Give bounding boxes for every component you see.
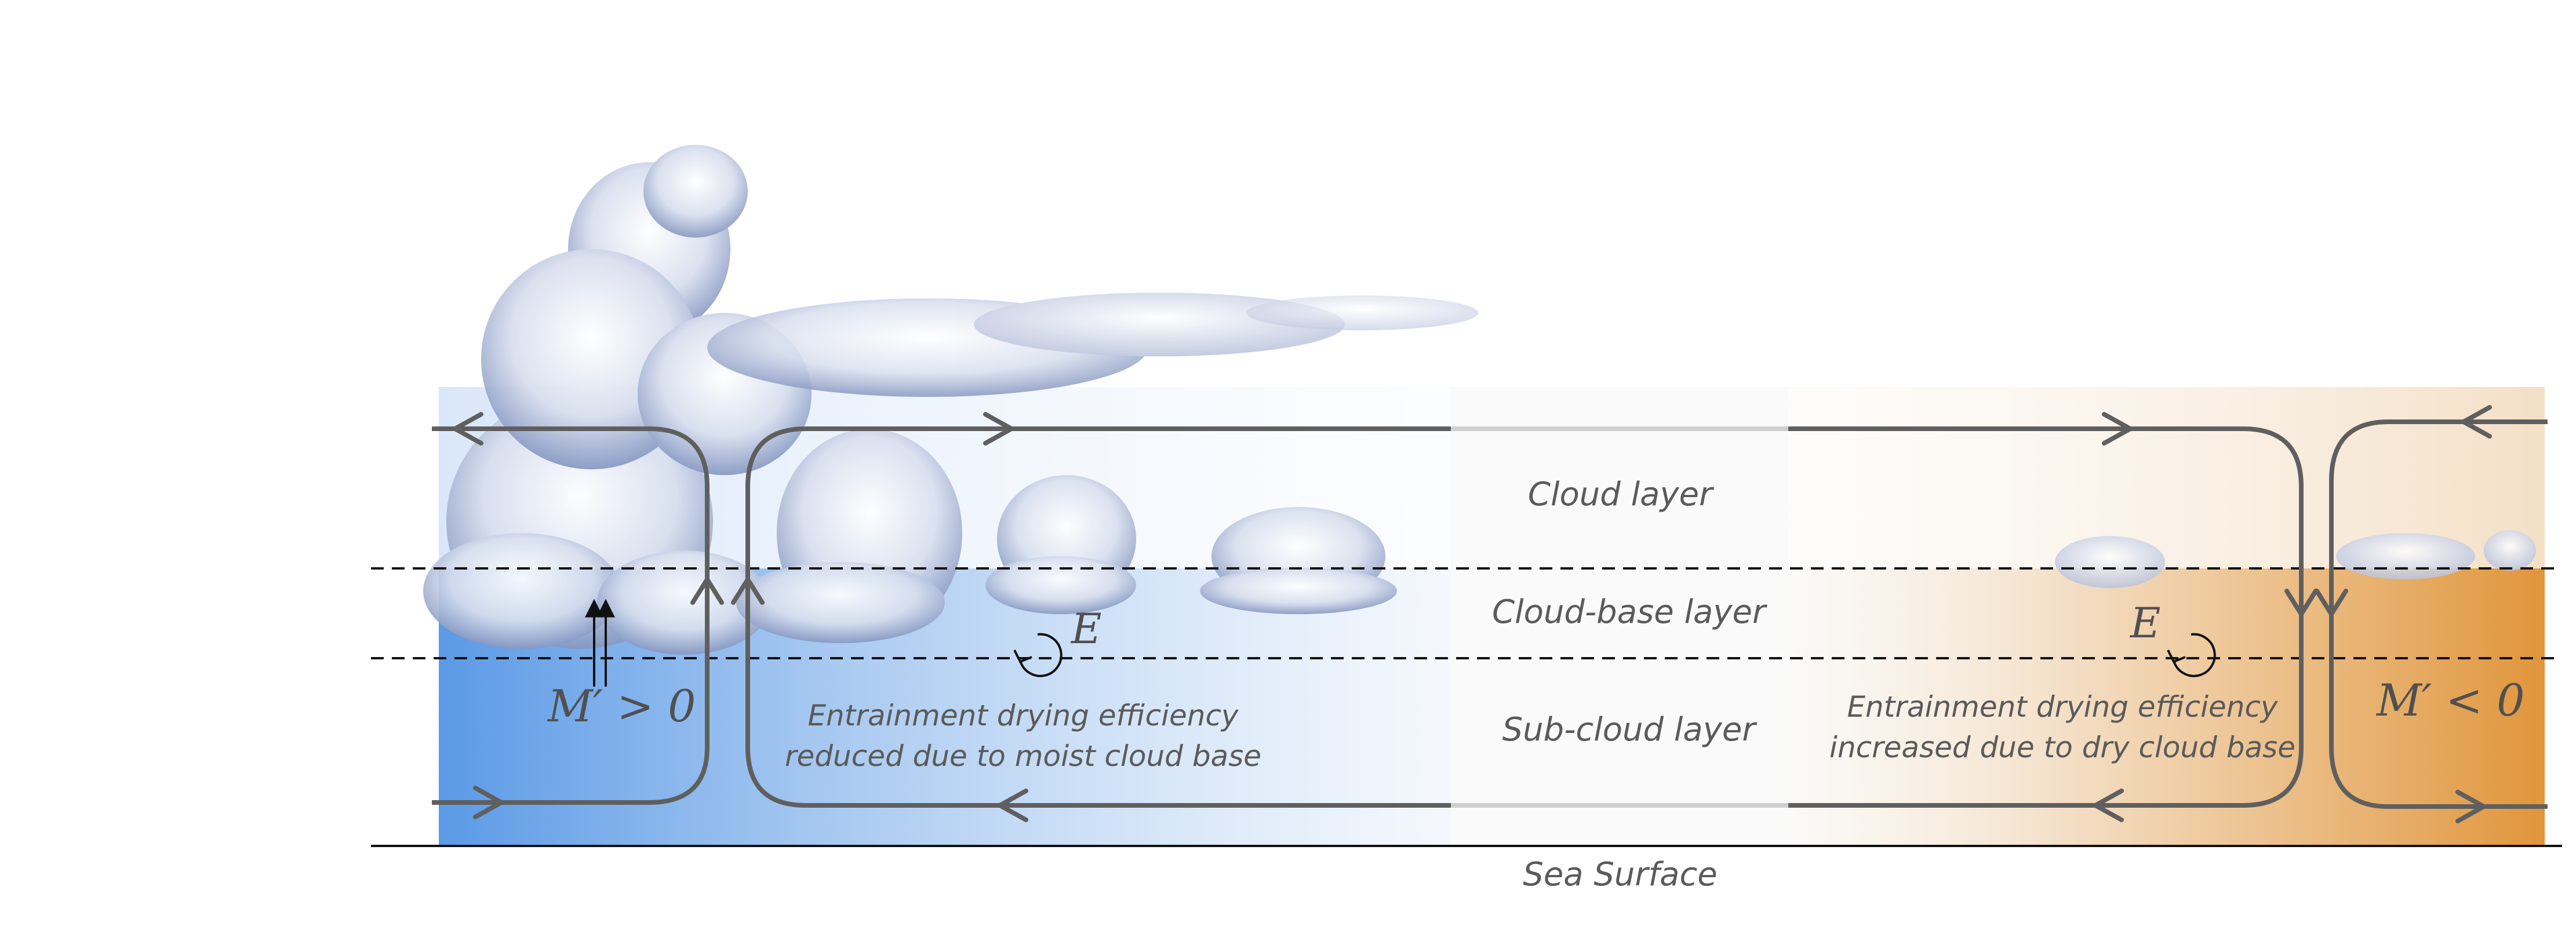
middle-region-background <box>1451 387 1788 846</box>
arrow-cell2-up <box>731 577 765 605</box>
arrow-cell3-down <box>2284 589 2318 616</box>
anvil-cloud <box>707 293 1478 397</box>
sub-cloud-layer-label: Sub-cloud layer <box>1502 711 1758 749</box>
right-entrainment-note-line2: increased due to dry cloud base <box>1829 731 2295 764</box>
arrow-cell4-bottom <box>2455 790 2486 823</box>
arrow-left-bottom <box>473 786 504 819</box>
entrainment-symbol-left: E <box>1070 604 1102 653</box>
arrow-left-top <box>453 412 483 446</box>
left-small-circulation <box>432 426 710 805</box>
arrow-left-up <box>690 577 724 605</box>
arrow-cell4-down <box>2315 589 2348 616</box>
dry-region-background <box>1788 387 2545 846</box>
entrainment-swirl-left <box>1013 633 1063 677</box>
arrow-cell2-bottom <box>998 789 1028 822</box>
arrow-cell3-top <box>2102 412 2133 446</box>
entrainment-symbol-right: E <box>2129 599 2161 647</box>
arrow-cell4-top <box>2461 405 2492 439</box>
mass-flux-negative-label: M′ < 0 <box>2375 674 2524 726</box>
right-large-circulation <box>1788 426 2304 808</box>
left-entrainment-note-line2: reduced due to moist cloud base <box>785 739 1261 773</box>
updraft-arrows <box>585 599 615 687</box>
arrow-cell2-top <box>983 412 1014 446</box>
sea-surface-label: Sea Surface <box>1523 856 1717 893</box>
right-entrainment-note-line1: Entrainment drying efficiency <box>1847 690 2278 724</box>
circulation-cells <box>432 419 2548 809</box>
mass-flux-positive-label: M′ > 0 <box>547 680 696 732</box>
arrow-cell3-bottom <box>2093 789 2124 822</box>
entrainment-swirl-right <box>2167 633 2216 677</box>
left-entrainment-note-line1: Entrainment drying efficiency <box>807 699 1239 732</box>
cloud-layer-label: Cloud layer <box>1528 476 1714 513</box>
left-large-circulation <box>745 426 1451 808</box>
cumulus-clouds <box>736 429 1397 643</box>
circulation-arrowheads <box>453 405 2492 823</box>
deep-convective-cloud <box>423 145 812 655</box>
cloud-base-layer-label: Cloud-base layer <box>1492 593 1767 631</box>
